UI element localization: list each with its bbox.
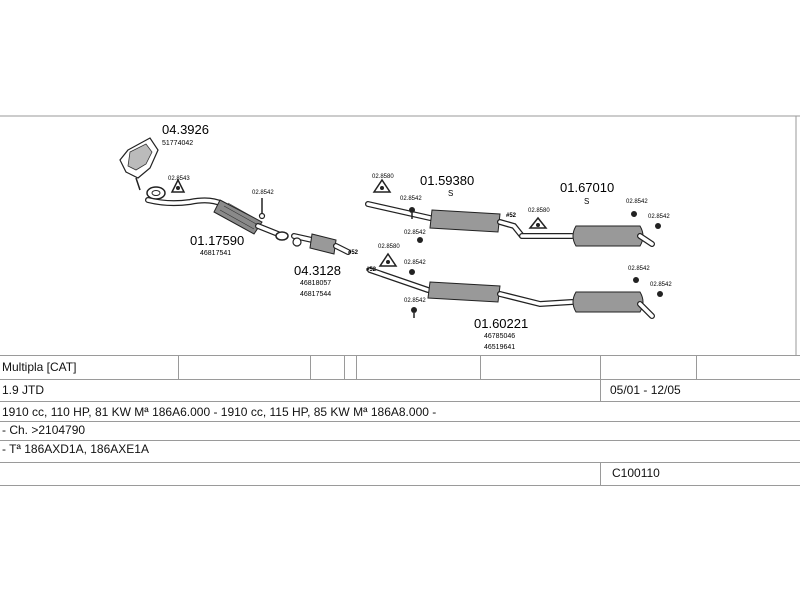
part-suffix: S	[584, 197, 589, 206]
clamp-icon	[170, 178, 186, 193]
accessory-code: 02.8542	[404, 260, 426, 266]
part-number-01-59380: 01.59380	[420, 173, 474, 188]
engine-code: - Tª 186AXD1A, 186AXE1A	[2, 442, 149, 456]
accessory-code: 02.8543	[168, 176, 190, 182]
flex-pipe-part[interactable]	[291, 233, 351, 255]
rear-silencer-part[interactable]	[519, 225, 655, 247]
part-number-01-17590: 01.17590	[190, 233, 244, 248]
oem-number-46519641: 46519641	[484, 344, 515, 351]
connector-label: #52	[506, 213, 517, 219]
accessory-code: 02.8542	[404, 298, 426, 304]
table-row-type: - Tª 186AXD1A, 186AXE1A	[0, 440, 800, 462]
accessory-code: 02.8580	[372, 174, 394, 180]
clamp-icon	[411, 307, 417, 318]
clamp-icon	[417, 237, 423, 243]
front-pipe-part[interactable]	[145, 197, 289, 241]
table-divider	[600, 462, 601, 486]
engine-specs: 1910 cc, 110 HP, 81 KW Mª 186A6.000 - 19…	[2, 405, 437, 419]
clamp-icon	[655, 223, 661, 229]
clamp-icon	[631, 211, 637, 217]
oem-number-46785046: 46785046	[484, 333, 515, 340]
clamp-icon	[258, 198, 266, 220]
accessory-code: 02.8542	[628, 266, 650, 272]
chassis-number: - Ch. >2104790	[2, 423, 86, 437]
accessory-code: 02.8580	[528, 208, 550, 214]
connector-label: #52	[366, 267, 377, 273]
table-divider	[480, 355, 481, 379]
catalog-code: C100110	[612, 466, 660, 480]
table-row-model: Multipla [CAT]	[0, 355, 800, 379]
clamp-icon	[409, 269, 415, 275]
connector-label: #52	[348, 250, 359, 256]
hanger-icon	[528, 216, 548, 229]
table-divider	[344, 355, 345, 379]
table-divider	[178, 355, 179, 379]
table-row-code: C100110	[0, 462, 800, 486]
accessory-code: 02.8580	[378, 244, 400, 250]
part-number-04-3926: 04.3926	[162, 122, 209, 137]
gasket-icon	[146, 186, 166, 200]
accessory-code: 02.8542	[404, 230, 426, 236]
clamp-icon	[657, 291, 663, 297]
table-divider	[356, 355, 357, 379]
production-period: 05/01 - 12/05	[610, 383, 681, 397]
table-divider	[600, 379, 601, 401]
accessory-code: 02.8542	[650, 282, 672, 288]
table-divider	[600, 355, 601, 379]
oem-number-46817544: 46817544	[300, 291, 331, 298]
table-row-chassis: - Ch. >2104790	[0, 421, 800, 440]
clamp-icon	[633, 277, 639, 283]
middle-silencer-part[interactable]	[365, 201, 525, 239]
accessory-code: 02.8542	[252, 190, 274, 196]
table-divider	[696, 355, 697, 379]
table-divider	[310, 355, 311, 379]
oem-number-46818057: 46818057	[300, 280, 331, 287]
complete-silencer-part[interactable]	[367, 267, 655, 319]
table-row-engine: 1.9 JTD 05/01 - 12/05	[0, 379, 800, 401]
vehicle-model: Multipla [CAT]	[2, 360, 77, 374]
clamp-icon	[409, 207, 415, 219]
accessory-code: 02.8542	[400, 196, 422, 202]
part-number-01-60221: 01.60221	[474, 316, 528, 331]
part-number-04-3128: 04.3128	[294, 263, 341, 278]
table-row-specs: 1910 cc, 110 HP, 81 KW Mª 186A6.000 - 19…	[0, 401, 800, 421]
part-number-01-67010: 01.67010	[560, 180, 614, 195]
accessory-code: 02.8542	[648, 214, 670, 220]
oem-number-51774042: 51774042	[162, 140, 193, 147]
engine-type: 1.9 JTD	[2, 383, 45, 397]
accessory-code: 02.8542	[626, 199, 648, 205]
hanger-icon	[372, 178, 392, 193]
catalytic-converter-part[interactable]	[119, 137, 159, 191]
part-suffix: S	[448, 189, 453, 198]
hanger-icon	[378, 252, 398, 267]
oem-number-46817541: 46817541	[200, 250, 231, 257]
